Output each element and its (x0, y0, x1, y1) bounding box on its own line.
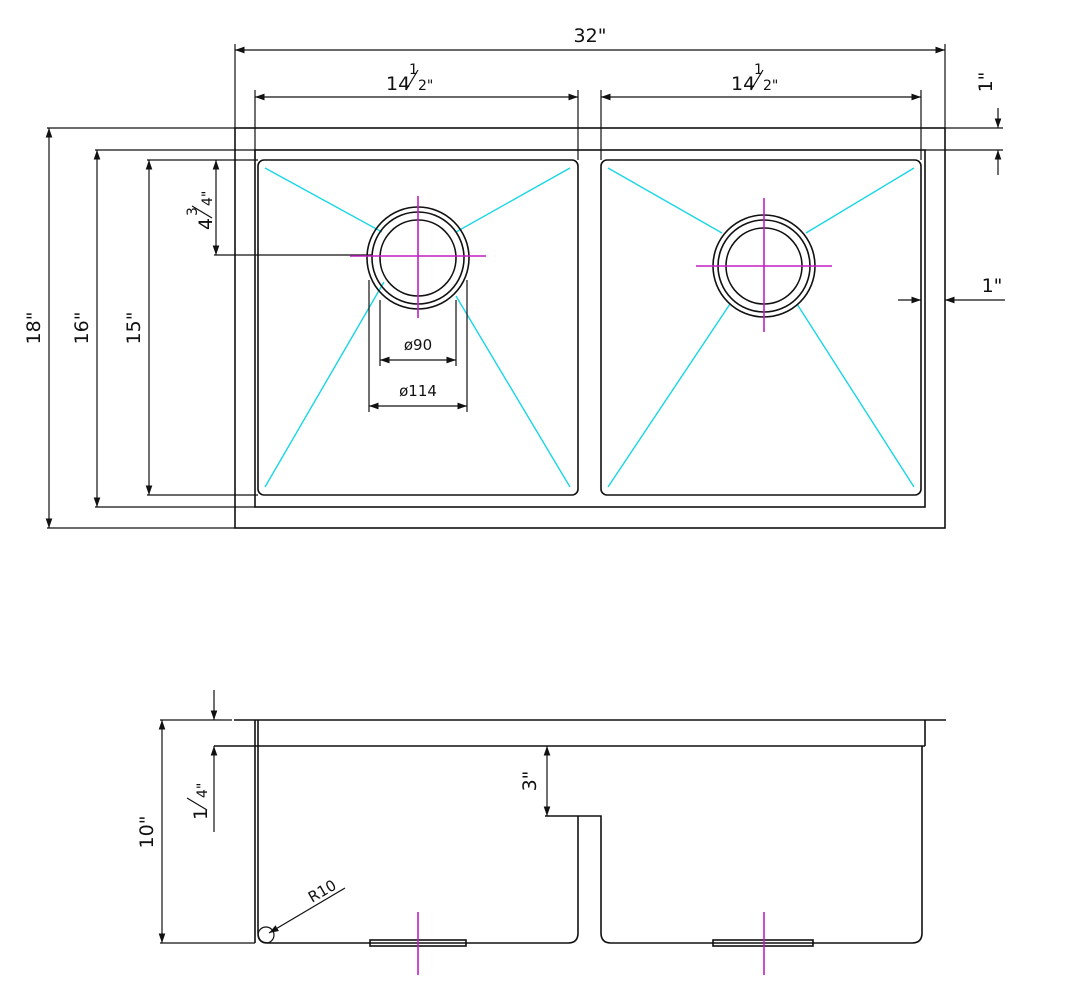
label-flange: 1" (975, 72, 997, 93)
label-overall-depth: 18" (23, 312, 45, 345)
left-bowl (257, 159, 579, 496)
dim-flange: 1" (975, 72, 1002, 175)
divider-profile (545, 746, 923, 944)
dim-overall-depth: 18" (23, 128, 53, 528)
dim-drain-offset: 4 3 4" (185, 160, 220, 255)
label-drain-offset-whole: 4 (195, 218, 217, 230)
label-right-margin: 1" (982, 275, 1003, 297)
label-divider-depth: 3" (519, 771, 541, 792)
label-overall-width: 32" (574, 25, 607, 47)
label-height: 10" (136, 816, 158, 849)
label-right-bowl-width: 14 (731, 73, 755, 95)
dim-flange-thickness: 1 4" (186, 690, 218, 832)
label-flange-thickness-whole: 1 (190, 808, 212, 820)
dim-overall-width: 32" (234, 25, 946, 128)
flange-outline (254, 149, 926, 508)
dim-divider-depth: 3" (519, 746, 551, 816)
label-drain-inner-dia: ø90 (404, 336, 432, 354)
dim-right-bowl-width: 14 1 2" (600, 62, 922, 160)
label-left-bowl-frac-num: 1 (409, 62, 418, 78)
label-bowl-depth: 15" (123, 312, 145, 345)
label-left-bowl-frac-den: 2" (418, 78, 433, 94)
label-flange-thickness-den: 4" (195, 783, 211, 798)
label-right-bowl-frac-num: 1 (754, 62, 763, 78)
label-drain-offset-num: 3 (185, 207, 201, 216)
sink-outer-outline (234, 127, 946, 529)
dim-right-margin: 1" (898, 275, 1005, 304)
left-drain (350, 196, 486, 318)
dim-drain-outer-dia: ø114 (368, 280, 468, 412)
side-view: R10 10" 1 4" 3" (136, 690, 946, 975)
label-drain-outer-dia: ø114 (399, 382, 437, 400)
right-drain-body (712, 939, 814, 947)
right-drain (696, 198, 832, 332)
label-outer-depth: 16" (71, 312, 93, 345)
dim-left-bowl-width: 14 1 2" (254, 62, 579, 160)
right-bowl (600, 159, 922, 496)
label-drain-offset-den: 4" (200, 191, 216, 206)
dim-drain-inner-dia: ø90 (379, 300, 457, 366)
dim-height: 10" (136, 720, 255, 944)
top-view: 32" 14 1 2" 14 1 2" 1" (23, 25, 1005, 529)
label-right-bowl-frac-den: 2" (763, 78, 778, 94)
left-bowl-profile (257, 720, 579, 944)
dim-outer-depth: 16" (71, 150, 101, 507)
slope-guides (264, 167, 915, 488)
dim-bowl-depth: 15" (123, 160, 153, 495)
label-left-bowl-width: 14 (386, 73, 410, 95)
